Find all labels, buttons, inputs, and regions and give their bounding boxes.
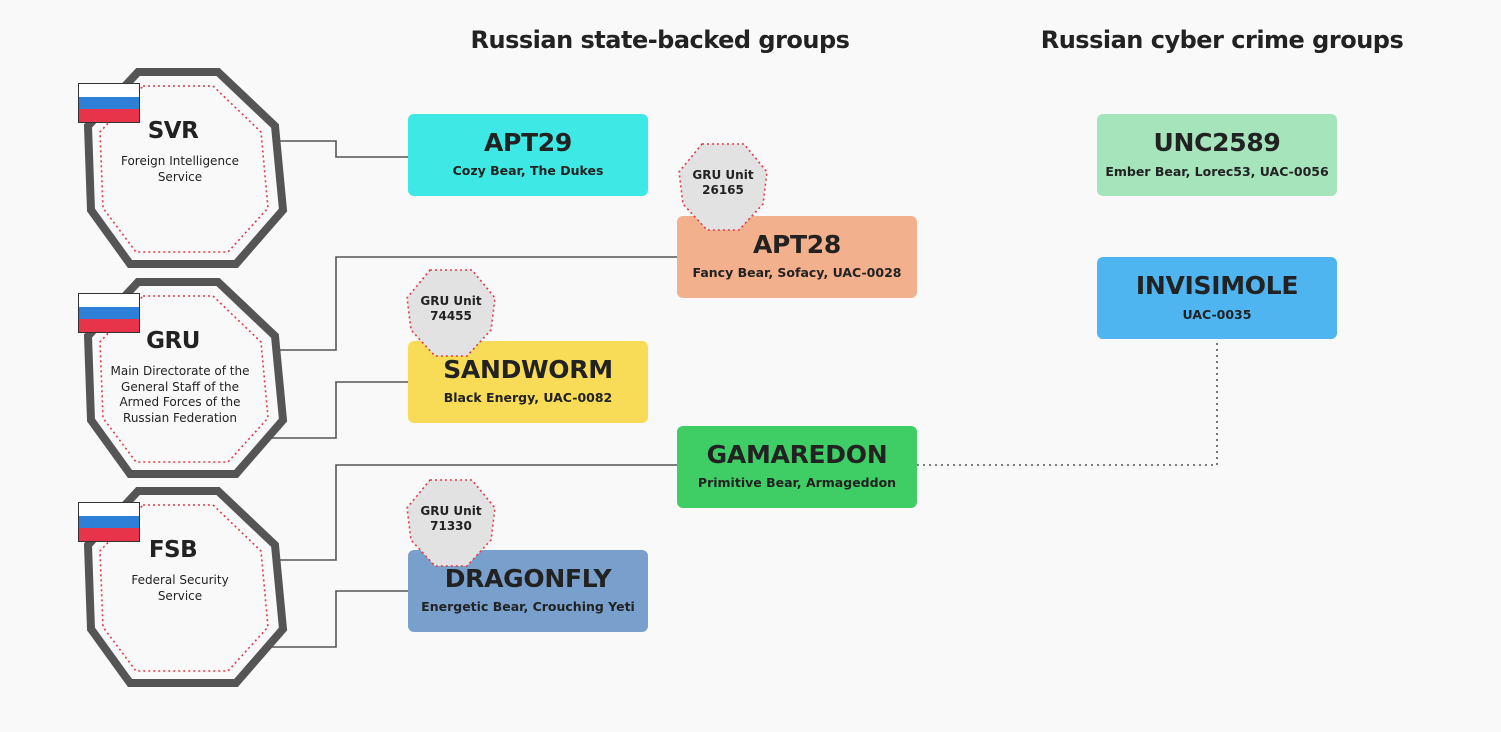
group-name: INVISIMOLE (1135, 271, 1299, 300)
group-aliases: Energetic Bear, Crouching Yeti (421, 599, 635, 614)
group-aliases: Cozy Bear, The Dukes (452, 163, 604, 178)
agency-name: SVR (147, 118, 199, 144)
agency-description: Foreign Intelligence Service (120, 154, 240, 184)
heading-cyber-crime: Russian cyber crime groups (1040, 26, 1404, 54)
russia-flag-icon (78, 502, 140, 542)
group-aliases: Primitive Bear, Armageddon (697, 475, 897, 490)
heading-state-backed: Russian state-backed groups (470, 26, 850, 54)
unit-badge-74455: GRU Unit 74455 (405, 268, 497, 358)
unit-number: 71330 (430, 519, 472, 533)
russia-flag-icon (78, 293, 140, 333)
agency-fsb: FSB Federal Security Service (78, 487, 288, 689)
unit-number: 74455 (430, 309, 472, 323)
octagon-badge-icon (406, 269, 496, 357)
group-unc2589: UNC2589 Ember Bear, Lorec53, UAC-0056 (1097, 114, 1337, 196)
group-gamaredon: GAMAREDON Primitive Bear, Armageddon (677, 426, 917, 508)
group-aliases: UAC-0035 (1182, 307, 1252, 322)
agency-description: Federal Security Service (131, 573, 229, 603)
unit-label-text: GRU Unit (692, 168, 754, 182)
unit-label-text: GRU Unit (420, 294, 482, 308)
group-aliases: Ember Bear, Lorec53, UAC-0056 (1105, 164, 1329, 179)
octagon-badge-icon (406, 479, 496, 567)
group-apt29: APT29 Cozy Bear, The Dukes (408, 114, 648, 196)
octagon-badge-icon (678, 143, 768, 231)
line-svr-apt29 (275, 140, 408, 158)
group-name: SANDWORM (443, 355, 613, 384)
group-name: APT28 (752, 230, 841, 259)
agency-svr: SVR Foreign Intelligence Service (78, 68, 288, 270)
agency-gru: GRU Main Directorate of the General Staf… (78, 278, 288, 480)
unit-label: GRU Unit 26165 (677, 168, 769, 198)
line-gamaredon-invisimole (917, 340, 1218, 466)
unit-label: GRU Unit 74455 (405, 294, 497, 324)
group-aliases: Black Energy, UAC-0082 (443, 390, 613, 405)
unit-number: 26165 (702, 183, 744, 197)
group-name: DRAGONFLY (444, 564, 612, 593)
group-aliases: Fancy Bear, Sofacy, UAC-0028 (692, 265, 902, 280)
group-name: UNC2589 (1153, 128, 1281, 157)
agency-name: GRU (146, 328, 200, 354)
unit-badge-71330: GRU Unit 71330 (405, 478, 497, 568)
agency-description: Main Directorate of the General Staff of… (110, 364, 250, 425)
unit-label: GRU Unit 71330 (405, 504, 497, 534)
unit-badge-26165: GRU Unit 26165 (677, 142, 769, 232)
agency-name: FSB (148, 537, 198, 563)
russia-flag-icon (78, 83, 140, 123)
group-name: APT29 (483, 128, 572, 157)
unit-label-text: GRU Unit (420, 504, 482, 518)
group-invisimole: INVISIMOLE UAC-0035 (1097, 257, 1337, 339)
group-name: GAMAREDON (706, 440, 888, 469)
